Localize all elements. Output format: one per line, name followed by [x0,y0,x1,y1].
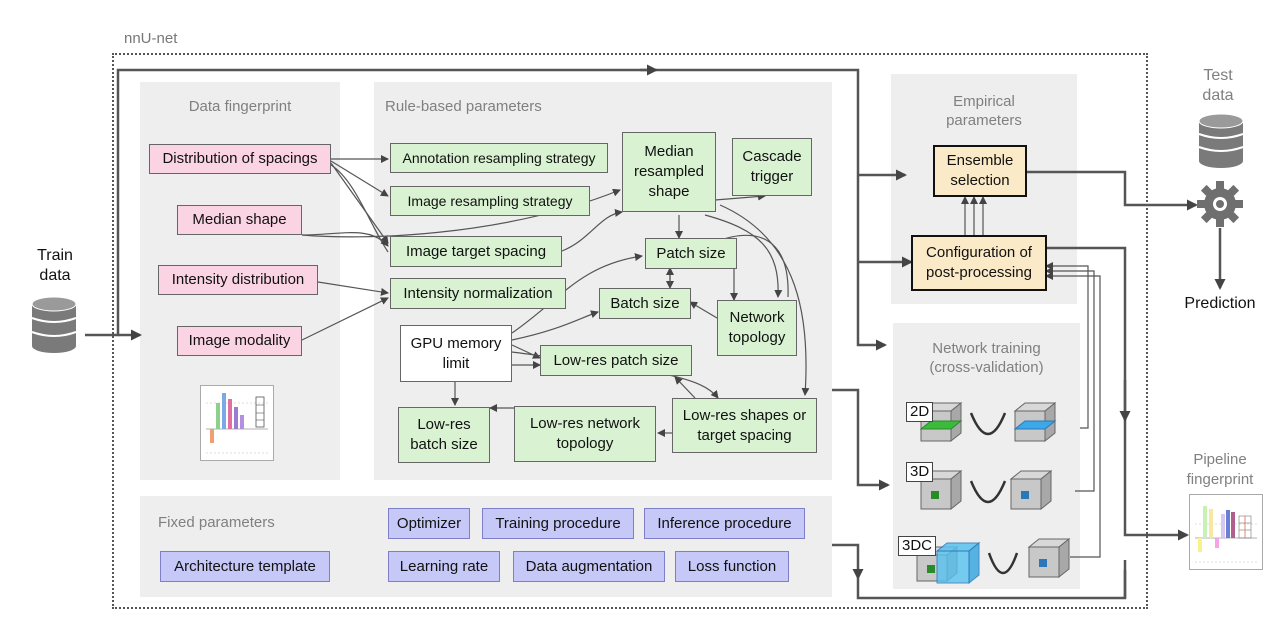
fingerprint-median-shape: Median shape [177,205,302,235]
rule-intensity-normalization: Intensity normalization [390,278,566,309]
histogram-icon [1189,494,1263,570]
cube-icon [1009,469,1053,511]
fingerprint-image-modality: Image modality [177,326,302,356]
panel-title-data-fingerprint: Data fingerprint [188,98,292,115]
fixed-optimizer: Optimizer [388,508,470,539]
frame-label: nnU-net [120,30,182,47]
panel-title-network-training: Network training (cross-validation) [929,340,1044,376]
rule-patch-size: Patch size [645,238,737,269]
train-data-label: Train data [37,247,73,284]
rule-network-topology: Network topology [717,300,797,356]
rule-image-resampling-strategy: Image resampling strategy [390,186,590,216]
database-icon [1198,113,1244,168]
cube-icon [1013,401,1057,443]
fingerprint-distribution-of-spacings: Distribution of spacings [149,144,331,174]
fixed-training-procedure: Training procedure [482,508,634,539]
fingerprint-intensity-distribution: Intensity distribution [158,265,318,295]
panel-title-rule-based: Rule-based parameters [385,98,542,115]
histogram-icon [200,385,274,461]
panel-title-empirical: Empirical parameters [946,93,1022,129]
test-data-label: Test data [1202,67,1234,104]
fixed-architecture-template: Architecture template [160,551,330,582]
config-3dc-label: 3DC [898,536,937,556]
panel-title-fixed: Fixed parameters [158,514,275,531]
cube-icon [1027,537,1071,579]
rule-lowres-patch-size: Low-res patch size [540,345,692,376]
gear-icon [1197,181,1243,227]
rule-gpu-memory-limit: GPU memory limit [400,325,512,382]
rule-lowres-batch-size: Low-res batch size [398,407,490,463]
config-3d-label: 3D [906,462,934,482]
database-icon [31,296,77,353]
rule-annotation-resampling-strategy: Annotation resampling strategy [390,143,608,173]
rule-lowres-network-topology: Low-res network topology [514,406,656,462]
fixed-inference-procedure: Inference procedure [644,508,805,539]
fixed-loss-function: Loss function [675,551,789,582]
fixed-data-augmentation: Data augmentation [513,551,665,582]
prediction-label: Prediction [1184,295,1256,312]
rule-median-resampled-shape: Median resampled shape [622,132,716,212]
rule-image-target-spacing: Image target spacing [390,236,562,267]
rule-cascade-trigger: Cascade trigger [732,138,812,196]
empirical-ensemble-selection: Ensemble selection [933,145,1027,197]
pipeline-fingerprint-label: Pipeline fingerprint [1186,451,1254,488]
rule-lowres-shapes-or-target-spacing: Low-res shapes or target spacing [672,398,817,453]
config-2d-label: 2D [906,402,934,422]
training-configs-illustration [915,401,1071,585]
fixed-learning-rate: Learning rate [388,551,500,582]
empirical-configuration-of-post-processing: Configuration of post-processing [911,235,1047,291]
rule-batch-size: Batch size [599,288,691,319]
